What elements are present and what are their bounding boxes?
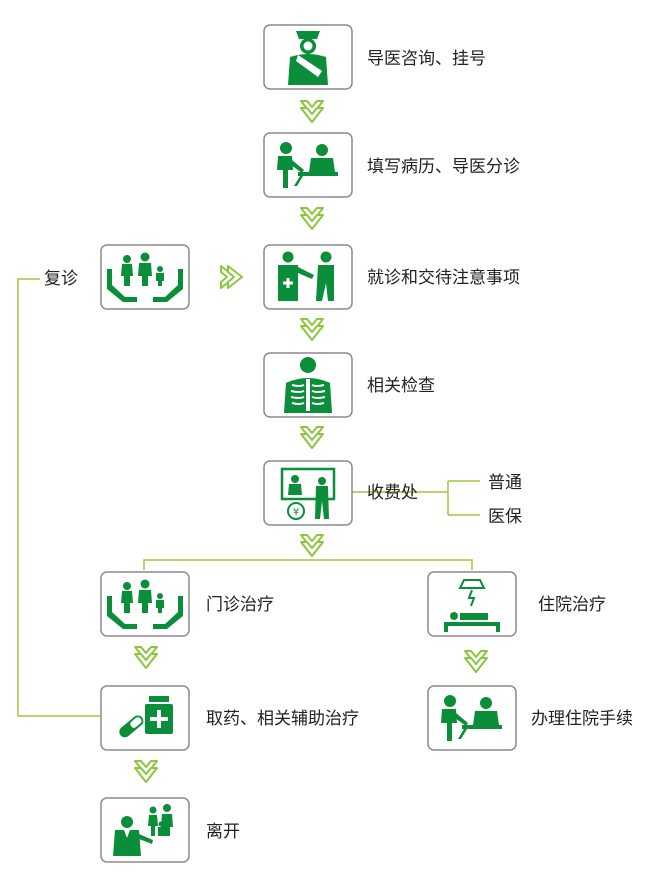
arrow-down-icon	[300, 534, 324, 557]
step-cashier-box	[263, 460, 353, 526]
step-outpatient: 门诊治疗	[100, 571, 274, 637]
step-diagnose-label: 就诊和交待注意事项	[367, 268, 520, 288]
doctor-patient-icon	[278, 251, 334, 301]
arrow-down-icon	[134, 760, 158, 783]
arrow-down-icon	[300, 207, 324, 230]
xray-chest-icon	[284, 357, 332, 413]
payment-option-normal: 普通	[488, 473, 522, 493]
payment-option-insurance: 医保	[488, 507, 522, 527]
treatment-split-line	[143, 559, 473, 570]
step-record: 填写病历、导医分诊	[263, 132, 520, 198]
step-leave: 离开	[100, 797, 240, 863]
arrow-down-icon	[300, 426, 324, 449]
flow-arrows	[134, 100, 488, 783]
step-admission-box	[427, 685, 517, 751]
step-leave-label: 离开	[206, 822, 240, 842]
step-exam-label: 相关检查	[367, 376, 435, 396]
connector-lines	[17, 278, 480, 717]
step-revisit: 复诊	[44, 244, 190, 310]
step-exam: 相关检查	[263, 352, 435, 418]
step-record-label: 填写病历、导医分诊	[367, 157, 520, 177]
step-cashier: ¥ 收费处 普通 医保	[263, 460, 522, 527]
revisit-loop-line	[17, 278, 101, 717]
step-inpatient: 住院治疗	[427, 571, 606, 637]
step-cashier-label: 收费处	[367, 483, 418, 503]
step-admission-label: 办理住院手续	[531, 709, 633, 729]
step-guide-label: 导医咨询、挂号	[367, 49, 486, 69]
step-medicine-label: 取药、相关辅助治疗	[206, 709, 359, 729]
step-revisit-label: 复诊	[44, 269, 78, 289]
step-medicine: 取药、相关辅助治疗	[100, 685, 359, 751]
payment-branch-line	[352, 480, 480, 516]
svg-text:¥: ¥	[293, 507, 299, 518]
arrow-down-icon	[300, 100, 324, 123]
step-diagnose: 就诊和交待注意事项	[263, 244, 520, 310]
hospital-bed-icon	[444, 579, 500, 632]
step-guide: 导医咨询、挂号	[263, 24, 486, 90]
step-outpatient-label: 门诊治疗	[206, 595, 274, 615]
nurse-icon	[288, 31, 328, 85]
arrow-down-icon	[300, 318, 324, 341]
arrow-down-icon	[464, 650, 488, 673]
cashier-icon: ¥	[280, 467, 336, 520]
step-admission: 办理住院手续	[427, 685, 633, 751]
doctor-family-icon	[113, 804, 173, 856]
arrow-down-icon	[134, 646, 158, 669]
step-record-box	[263, 132, 353, 198]
arrow-right-icon	[220, 265, 243, 289]
medicine-icon	[119, 696, 173, 738]
step-inpatient-label: 住院治疗	[538, 595, 606, 615]
